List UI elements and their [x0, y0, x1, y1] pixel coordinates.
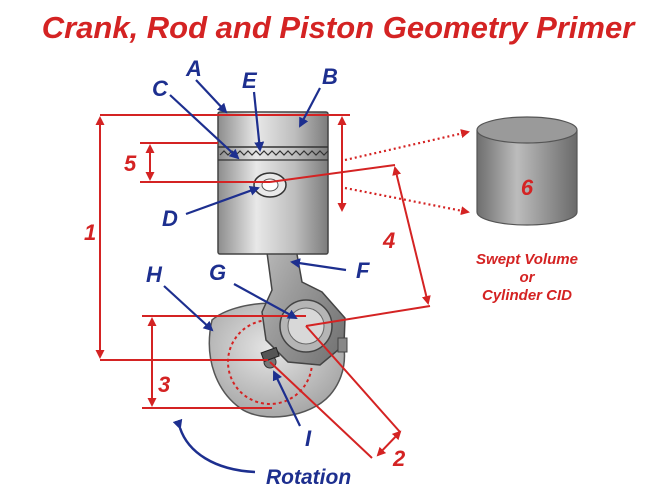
label-i: I — [305, 426, 312, 451]
swept-volume-caption: Swept Volume — [476, 251, 578, 268]
label-d: D — [162, 206, 178, 231]
label-h: H — [146, 262, 163, 287]
label-2: 2 — [392, 446, 406, 471]
cylinder-cid-caption: Cylinder CID — [482, 287, 572, 304]
label-3: 3 — [158, 372, 170, 397]
rotation-label: Rotation — [266, 466, 351, 489]
label-f: F — [356, 258, 370, 283]
swept-volume-or: or — [520, 269, 536, 286]
piston — [217, 111, 329, 255]
label-e: E — [242, 68, 258, 93]
pointer-arrows — [163, 79, 347, 427]
label-a: A — [185, 56, 202, 81]
label-5: 5 — [124, 151, 137, 176]
label-c: C — [152, 76, 169, 101]
dimension-lines — [95, 114, 470, 459]
diagram-title: Crank, Rod and Piston Geometry Primer — [42, 10, 637, 45]
rotation-arrow-icon — [172, 418, 256, 474]
label-g: G — [209, 260, 226, 285]
label-6: 6 — [521, 175, 534, 200]
label-1: 1 — [84, 220, 96, 245]
label-b: B — [322, 64, 338, 89]
label-4: 4 — [382, 228, 395, 253]
swept-volume-cylinder — [476, 116, 578, 226]
